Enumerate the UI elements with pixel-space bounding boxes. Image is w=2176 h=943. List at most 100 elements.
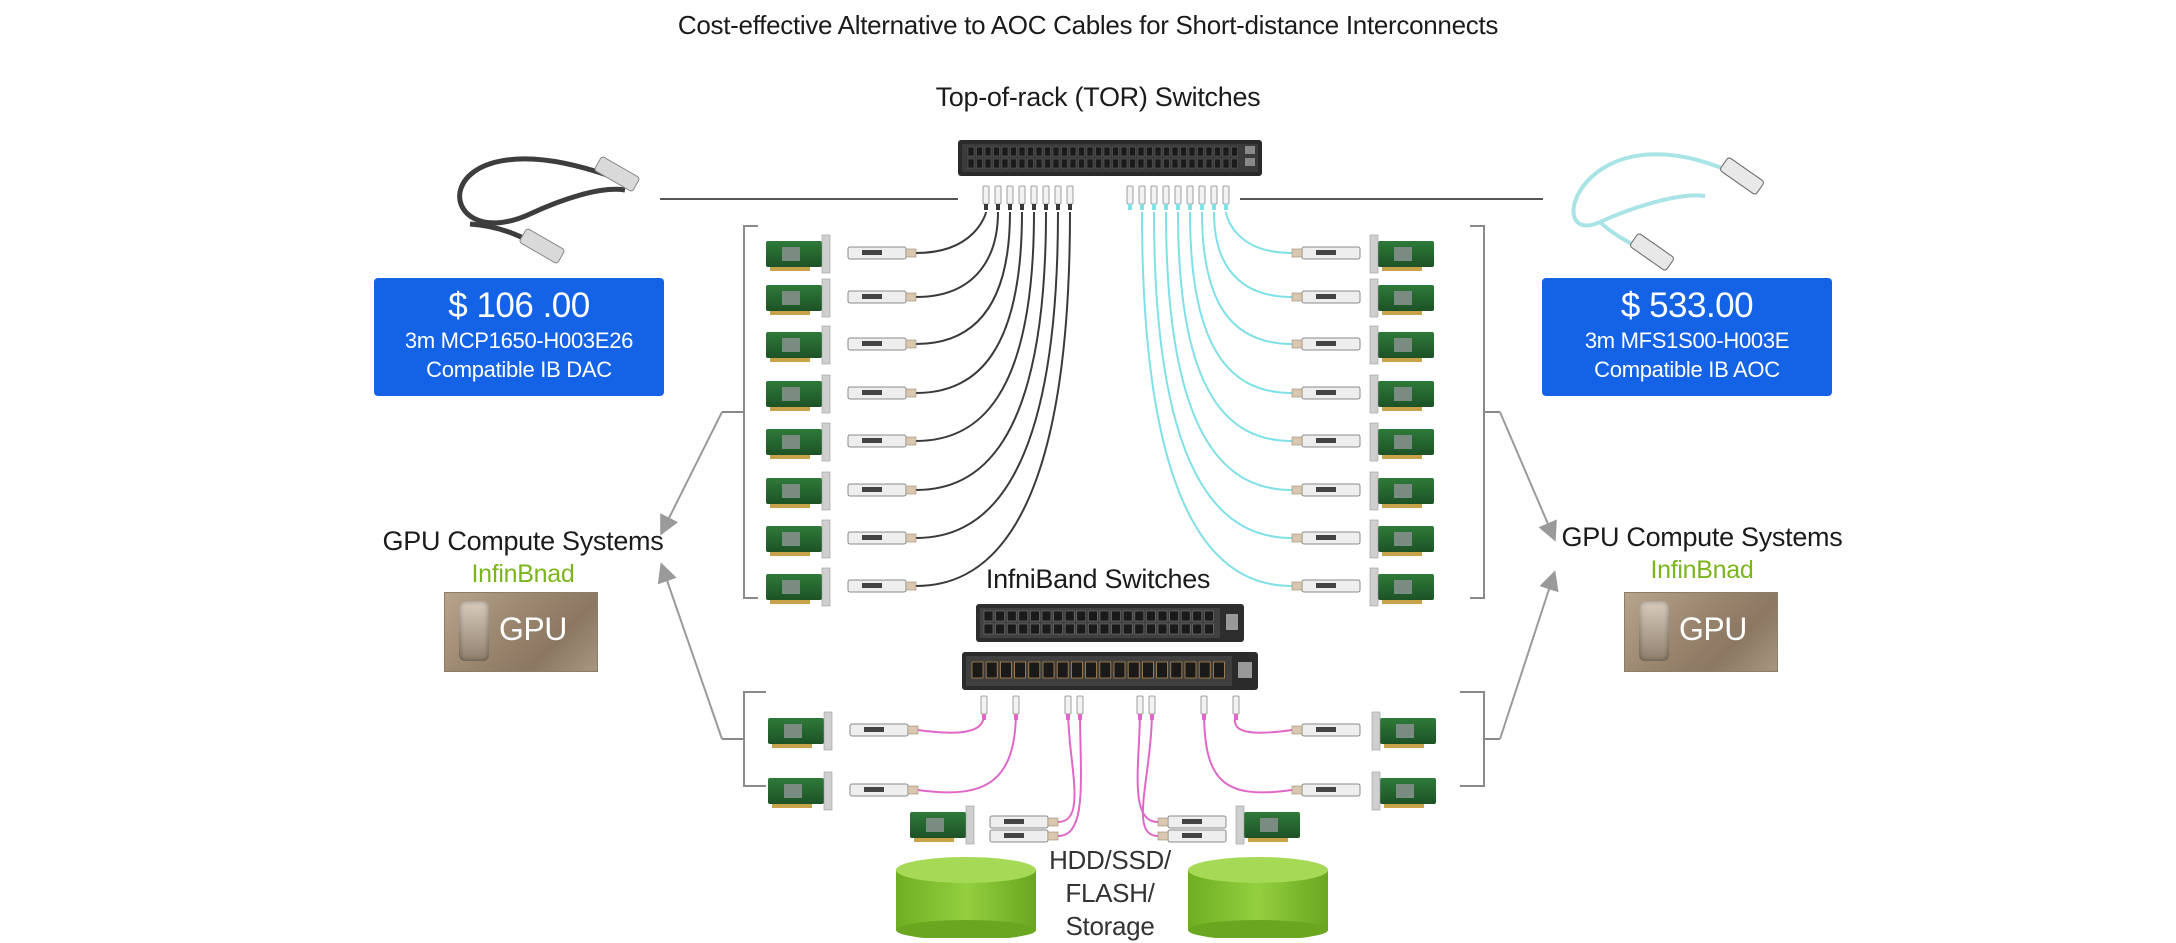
network-card bbox=[768, 771, 833, 811]
nic-edge bbox=[770, 358, 810, 362]
left-arrow-lower bbox=[657, 562, 723, 740]
cable-plug-boot bbox=[984, 204, 988, 210]
transceiver bbox=[989, 815, 1059, 829]
switch-port bbox=[1035, 158, 1043, 169]
cable-plug-boot bbox=[1032, 204, 1036, 210]
switch-port bbox=[993, 158, 1000, 169]
cable-plug-boot bbox=[1188, 204, 1192, 210]
network-card bbox=[1369, 519, 1434, 559]
transceiver-label bbox=[1316, 487, 1336, 492]
switch-port bbox=[1113, 661, 1126, 679]
nic-edge bbox=[770, 504, 810, 508]
switch-port bbox=[1192, 610, 1203, 622]
cable-plug-boot bbox=[1164, 204, 1168, 210]
switch-port bbox=[1127, 661, 1140, 679]
cable-plug-boot bbox=[1150, 714, 1154, 720]
network-card bbox=[910, 805, 975, 845]
transceiver-label bbox=[864, 727, 884, 732]
transceiver-label bbox=[1316, 535, 1336, 540]
transceiver bbox=[1291, 246, 1361, 260]
transceiver-boot bbox=[1291, 388, 1303, 398]
transceiver-label bbox=[862, 390, 882, 395]
cable-plug-boot bbox=[1200, 204, 1204, 210]
nic-chip bbox=[782, 291, 800, 305]
right-cable-type: Compatible IB AOC bbox=[1594, 357, 1780, 382]
aoc-cable bbox=[1189, 211, 1293, 394]
transceiver bbox=[1291, 434, 1361, 448]
left-gpu-title: GPU Compute Systems bbox=[382, 526, 664, 556]
switch-port bbox=[1061, 146, 1068, 157]
network-card bbox=[766, 278, 831, 318]
nic-bracket bbox=[821, 567, 831, 607]
switch-port bbox=[1028, 661, 1041, 679]
transceiver-boot bbox=[905, 581, 917, 591]
switch-port bbox=[1213, 661, 1225, 679]
switch-port bbox=[1078, 146, 1085, 157]
nic-bracket bbox=[821, 422, 831, 462]
switch-port bbox=[984, 158, 992, 169]
switch-port bbox=[1064, 623, 1075, 635]
cable-plug-boot bbox=[1020, 204, 1024, 210]
nic-chip bbox=[1394, 387, 1412, 401]
nic-edge bbox=[772, 744, 812, 748]
nic-edge bbox=[770, 455, 810, 459]
gpu-handle-icon bbox=[459, 601, 489, 661]
nic-bracket bbox=[821, 325, 831, 365]
tor-switch bbox=[958, 140, 1262, 176]
nic-chip bbox=[1394, 580, 1412, 594]
switch-port bbox=[1171, 146, 1179, 157]
switch-port bbox=[1120, 146, 1128, 157]
cable-plug-boot bbox=[1008, 204, 1012, 210]
dac-cable-image bbox=[457, 156, 640, 264]
switch-port bbox=[1006, 623, 1017, 635]
switch-port bbox=[1146, 158, 1153, 169]
transceiver-label bbox=[862, 294, 882, 299]
switch-port bbox=[1099, 610, 1110, 622]
storage-line-2: FLASH/ bbox=[1065, 878, 1155, 908]
cable-plug bbox=[1066, 185, 1074, 205]
cable-plug-boot bbox=[1152, 204, 1156, 210]
transceiver-label bbox=[1316, 438, 1336, 443]
nic-chip bbox=[782, 484, 800, 498]
right-lower-bracket bbox=[1460, 691, 1500, 787]
nic-chip bbox=[782, 580, 800, 594]
switch-port bbox=[967, 158, 975, 169]
switch-port bbox=[1222, 146, 1230, 157]
network-card bbox=[766, 519, 831, 559]
transceiver-label bbox=[862, 487, 882, 492]
transceiver-boot bbox=[905, 436, 917, 446]
aoc-cable bbox=[1213, 211, 1293, 298]
infiniband-switch-title: InfniBand Switches bbox=[985, 564, 1211, 594]
switch-port bbox=[1014, 661, 1026, 679]
aoc-cable bbox=[1225, 211, 1293, 254]
switch-port bbox=[1154, 158, 1162, 169]
right-price-card: $ 533.00 3m MFS1S00-H003E Compatible IB … bbox=[1542, 278, 1832, 396]
cable-plug bbox=[1018, 185, 1026, 205]
switch-port bbox=[1099, 661, 1112, 679]
nic-edge bbox=[1382, 267, 1422, 271]
transceiver-label bbox=[864, 787, 884, 792]
switch-port bbox=[1053, 610, 1063, 622]
dac-cable bbox=[915, 211, 1059, 539]
left-price-card: $ 106 .00 3m MCP1650-H003E26 Compatible … bbox=[374, 278, 664, 396]
transceiver-boot bbox=[905, 388, 917, 398]
switch-port bbox=[1180, 610, 1191, 622]
transceiver bbox=[1291, 386, 1361, 400]
transceiver-label bbox=[862, 535, 882, 540]
switch-port bbox=[1134, 610, 1145, 622]
nic-bracket bbox=[1371, 711, 1381, 751]
network-card bbox=[768, 711, 833, 751]
switch-port bbox=[984, 146, 992, 157]
nic-bracket bbox=[1369, 234, 1379, 274]
switch-port bbox=[976, 146, 983, 157]
switch-port bbox=[1142, 661, 1154, 679]
switch-port bbox=[1099, 623, 1110, 635]
transceiver bbox=[847, 434, 917, 448]
switch-port bbox=[1069, 146, 1077, 157]
left-arrow-upper bbox=[660, 411, 723, 536]
transceiver-label bbox=[1182, 833, 1202, 838]
cable-plug-boot bbox=[1224, 204, 1228, 210]
right-gpu-label: GPU bbox=[1679, 611, 1747, 647]
switch-port bbox=[1071, 661, 1083, 679]
cable-plug-boot bbox=[1234, 714, 1238, 720]
